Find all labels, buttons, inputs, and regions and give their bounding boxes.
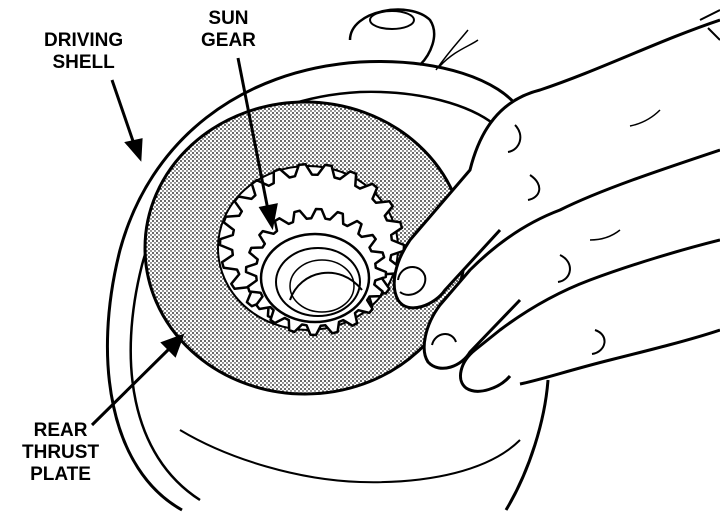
hand — [392, 9, 720, 393]
label-rear-thrust-plate-line1: REAR — [33, 420, 88, 441]
label-driving-shell-line2: SHELL — [52, 52, 115, 73]
label-rear-thrust-plate-line2: THRUST — [22, 442, 100, 463]
leader-sun-gear — [236, 57, 278, 231]
driving-shell-floor — [179, 429, 521, 484]
hub-fins — [435, 29, 479, 71]
label-sun-gear-line2: GEAR — [201, 30, 256, 51]
label-sun-gear-line1: SUN — [208, 8, 249, 29]
driving-shell-right-rim — [504, 379, 550, 511]
leader-rear-thrust-plate — [90, 333, 185, 427]
label-driving-shell-line1: DRIVING — [44, 30, 124, 51]
sun-gear-bore — [259, 232, 371, 324]
driving-shell-outer-rim — [105, 60, 522, 512]
label-rear-thrust-plate-line3: PLATE — [30, 464, 91, 485]
label-driving-shell: DRIVING SHELL — [44, 30, 123, 74]
hub-top — [348, 8, 436, 66]
label-sun-gear: SUN GEAR — [201, 8, 256, 52]
leader-driving-shell — [110, 79, 143, 162]
label-rear-thrust-plate: REAR THRUST PLATE — [22, 420, 99, 486]
hub-cap — [369, 10, 415, 30]
